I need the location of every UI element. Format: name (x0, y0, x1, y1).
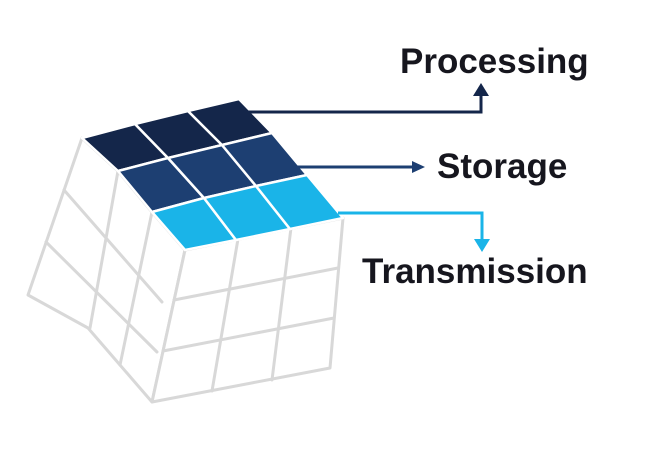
arrow-down-icon (474, 239, 490, 252)
processing-connector-line (246, 95, 483, 114)
storage-connector (292, 161, 425, 173)
processing-label: Processing (400, 42, 589, 81)
processing-connector (246, 83, 489, 114)
transmission-cell-3 (254, 173, 345, 231)
cube-right-face-grid (161, 226, 340, 393)
transmission-connector-line (338, 211, 484, 241)
transmission-connector (338, 211, 490, 252)
transmission-label: Transmission (362, 252, 588, 291)
storage-label: Storage (437, 147, 568, 186)
cube-left-face-grid (44, 169, 164, 367)
arrow-up-icon (473, 83, 489, 96)
top-row-transmission (150, 173, 345, 252)
arrow-right-icon (412, 161, 425, 173)
